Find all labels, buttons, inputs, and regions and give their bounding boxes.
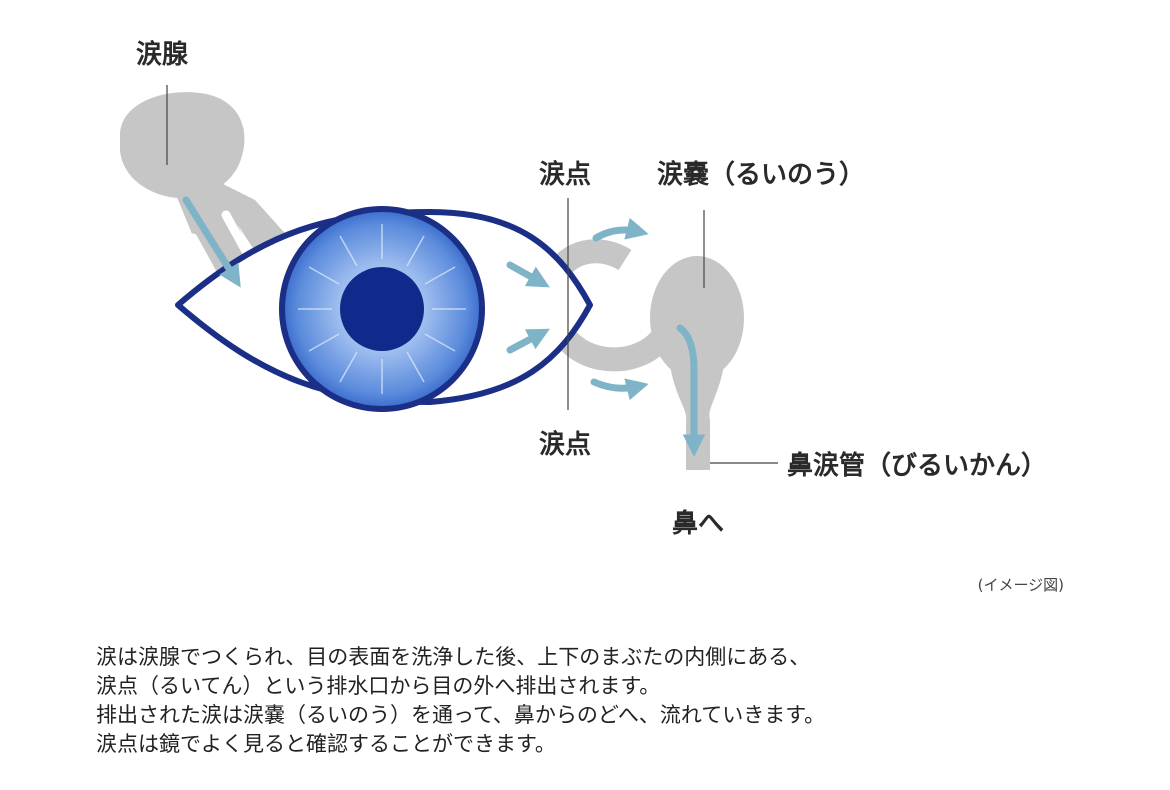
- iris-streaks: [298, 224, 466, 394]
- label-to-nose: 鼻へ: [672, 509, 724, 539]
- description-line: 涙点は鏡でよく見ると確認することができます。: [96, 732, 556, 756]
- eye: [175, 206, 593, 412]
- label-punctum-lower: 涙点: [539, 429, 591, 460]
- leader-lines: [166, 85, 778, 464]
- label-punctum-upper: 涙点: [539, 159, 591, 190]
- label-nasolacrimal-duct: 鼻涙管（びるいかん）: [787, 450, 1047, 481]
- arrow-sac-to-duct: [676, 324, 706, 457]
- pupil: [340, 267, 424, 351]
- description-line: 排出された涙は涙嚢（るいのう）を通って、鼻からのどへ、流れていきます。: [96, 703, 826, 727]
- arrow-upper-canaliculus: [592, 217, 649, 242]
- label-lacrimal-gland: 涙腺: [136, 39, 189, 70]
- description-line: 涙は涙腺でつくられ、目の表面を洗浄した後、上下のまぶたの内側にある、: [96, 645, 811, 669]
- image-caption: (イメージ図): [977, 576, 1064, 594]
- tear-flow-arrows: [182, 196, 706, 457]
- description-text: 涙は涙腺でつくられ、目の表面を洗浄した後、上下のまぶたの内側にある、 涙点（るい…: [96, 643, 1116, 759]
- arrow-eye-to-punctum-upper: [506, 261, 550, 288]
- description-line: 涙点（るいてん）という排水口から目の外へ排出されます。: [96, 674, 661, 698]
- arrow-eye-to-punctum-lower: [506, 328, 550, 354]
- label-lacrimal-sac: 涙嚢（るいのう）: [657, 159, 865, 190]
- arrow-lower-canaliculus: [590, 378, 649, 401]
- arrow-gland-to-eye: [182, 196, 241, 288]
- tear-drainage-diagram: 涙腺 涙点 涙嚢（るいのう） 涙点 鼻涙管（びるいかん） 鼻へ: [120, 39, 1047, 539]
